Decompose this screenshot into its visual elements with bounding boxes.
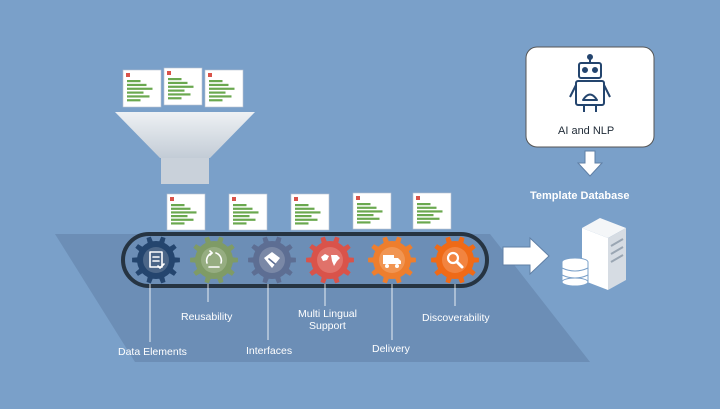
down-arrow [576,150,604,177]
gear-delivery [368,236,416,284]
world-map-icon [321,254,340,266]
database-server-icon [561,218,626,290]
funnel-spout [161,158,209,184]
document-icon [166,193,206,231]
interfaces-icon [264,252,280,268]
document-check-icon [149,251,165,269]
leader-lines [149,284,456,342]
label-multilingual-2: Support [309,320,346,332]
truck-icon [383,255,401,268]
gears [132,236,479,284]
funnel [115,112,255,158]
document-icon [228,193,268,231]
document-icon [352,192,392,230]
conveyor-belt [121,232,489,288]
right-arrow [502,236,550,276]
robot-icon [569,54,611,112]
label-reusability: Reusability [181,311,233,323]
template-database-label: Template Database [530,190,629,202]
conveyor-documents [166,192,452,231]
funnel-documents [122,67,244,108]
document-icon [204,69,244,108]
gear-discoverability [431,236,479,284]
gear-interfaces [248,236,296,284]
ai-nlp-box [525,46,655,148]
gear-data-elements [132,236,180,284]
recycle-icon [205,250,223,268]
label-multilingual-1: Multi Lingual [298,308,357,320]
gear-multilingual [306,236,354,284]
document-icon [412,192,452,230]
gear-reusability [190,236,238,284]
label-data-elements: Data Elements [118,346,187,358]
document-icon [290,193,330,231]
label-delivery: Delivery [372,343,411,355]
magnifier-icon [446,251,464,269]
label-interfaces: Interfaces [246,345,292,357]
label-discoverability: Discoverability [422,312,490,324]
document-icon [163,67,203,106]
ai-nlp-label: AI and NLP [558,125,614,137]
document-icon [122,69,162,108]
